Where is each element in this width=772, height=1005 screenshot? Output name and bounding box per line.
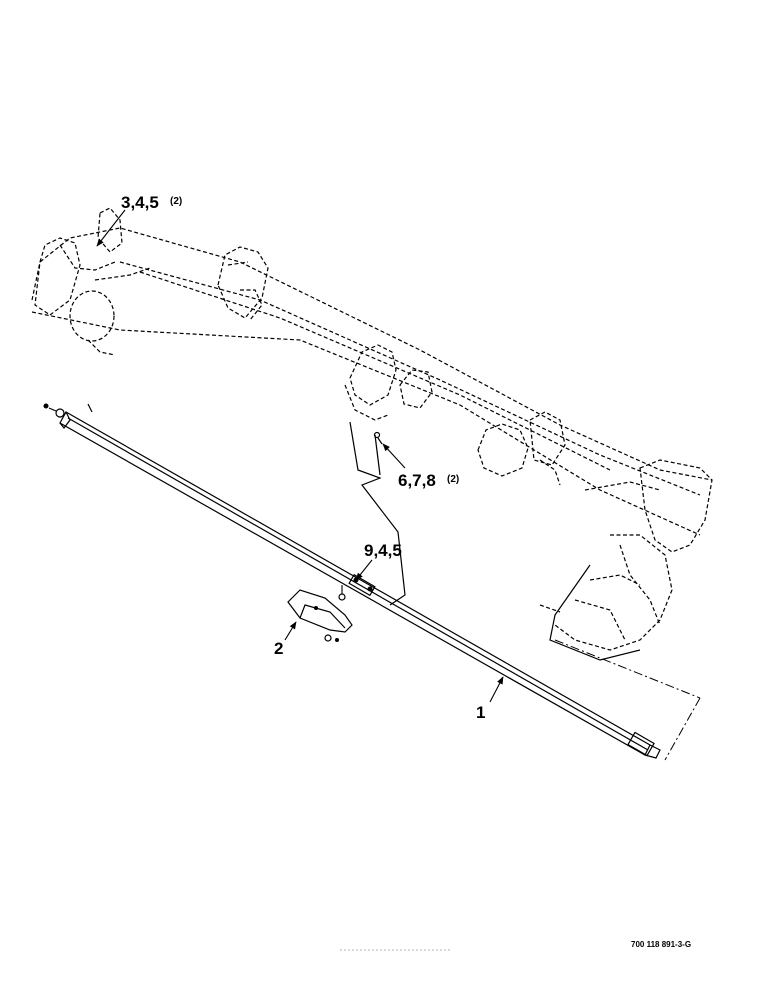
tube-part-1: [43, 403, 661, 759]
nut-icon: [43, 403, 49, 409]
callout-6-7-8: 6,7,8: [398, 471, 436, 490]
leader-lines: [96, 209, 504, 703]
break-lines: [349, 421, 701, 761]
bolt-icon: [373, 431, 383, 445]
document-number: 700 118 891-3-G: [631, 940, 691, 949]
callout-3-4-5: 3,4,5: [121, 193, 159, 212]
callout-2: 2: [274, 639, 283, 658]
callout-6-7-8-qty: (2): [447, 474, 459, 485]
callout-3-4-5-qty: (2): [170, 196, 182, 207]
washer-icon: [55, 408, 65, 418]
callout-1: 1: [476, 703, 485, 722]
callout-9-4-5: 9,4,5: [364, 541, 402, 560]
header-frame: [31, 207, 713, 651]
bracket-part-2: [287, 585, 353, 642]
